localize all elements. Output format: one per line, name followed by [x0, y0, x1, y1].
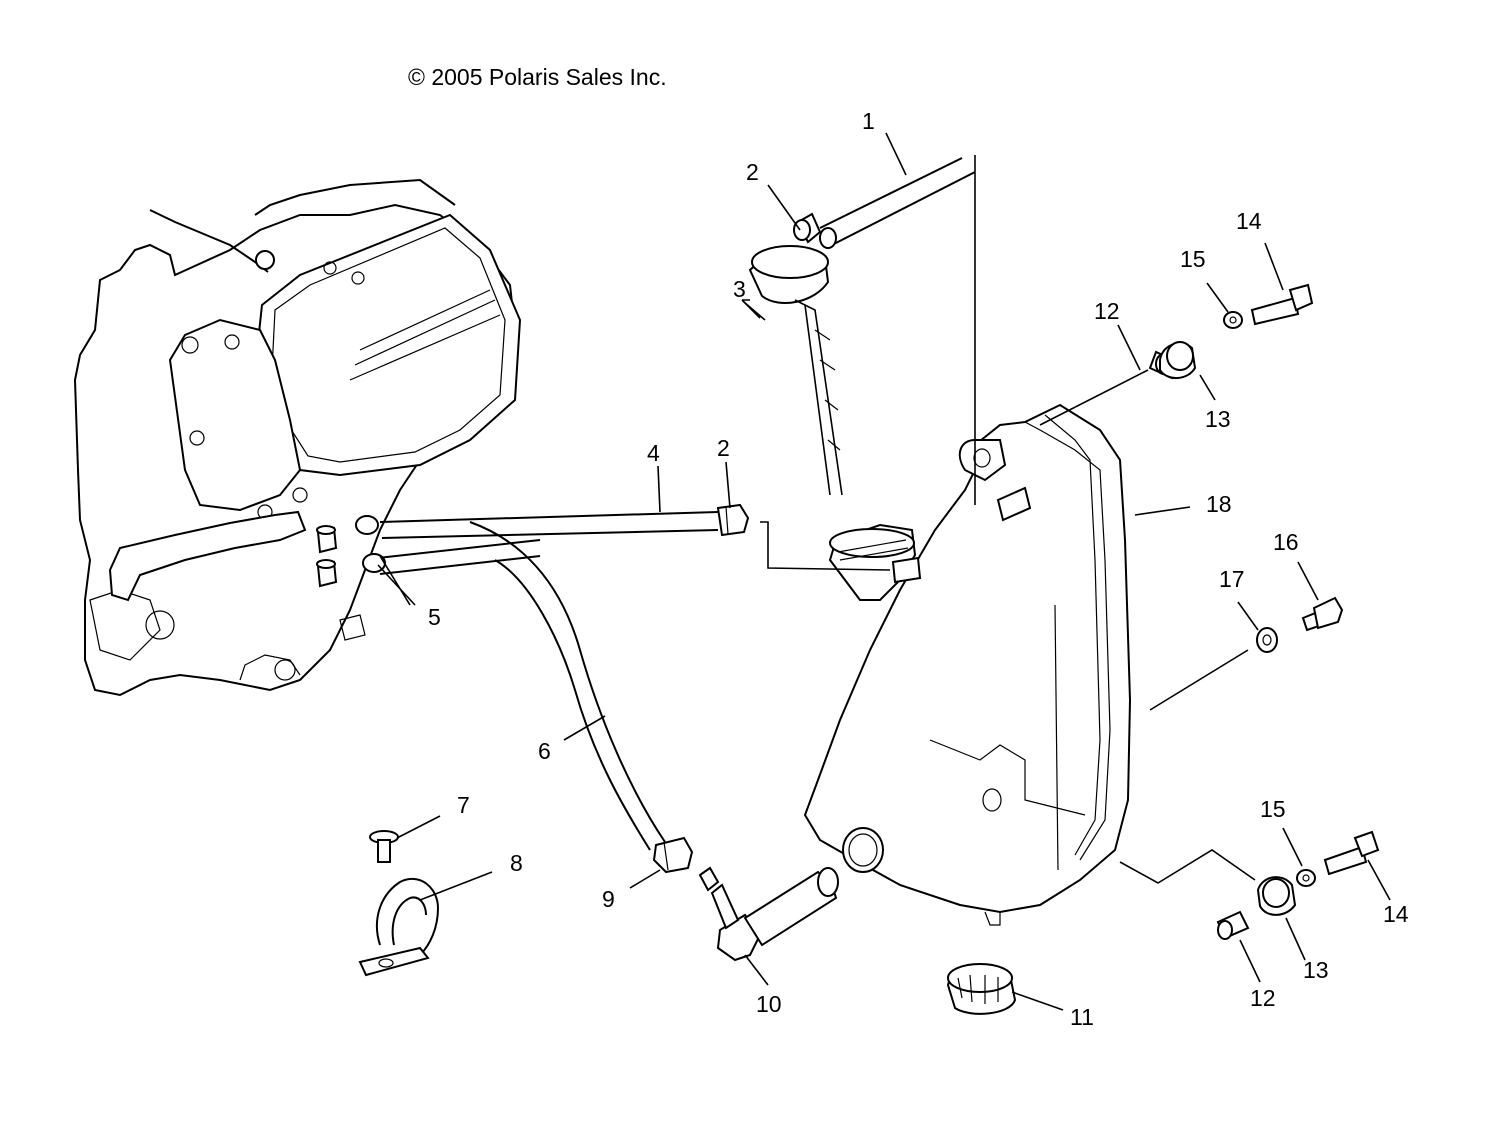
engine-block — [73, 178, 522, 697]
callout-4: 4 — [647, 440, 660, 466]
callout-13-bottom: 13 — [1303, 957, 1329, 983]
callout-2-mid: 2 — [717, 435, 730, 461]
callout-11: 11 — [1070, 1004, 1094, 1030]
callout-7: 7 — [457, 792, 470, 818]
rivet-and-clamp — [358, 830, 440, 977]
drain-plug — [946, 963, 1017, 1015]
callout-15-bottom: 15 — [1260, 796, 1286, 822]
callout-9: 9 — [602, 886, 615, 912]
callout-3: 3 — [733, 276, 746, 302]
callout-14-top: 14 — [1236, 208, 1262, 234]
callout-14-bottom: 14 — [1383, 901, 1409, 927]
oil-hoses — [355, 503, 750, 874]
callout-12-bottom: 12 — [1250, 985, 1276, 1011]
callout-16: 16 — [1273, 529, 1299, 555]
callout-2-top: 2 — [746, 159, 759, 185]
callout-18: 18 — [1206, 491, 1232, 517]
copyright-notice: © 2005 Polaris Sales Inc. — [408, 64, 667, 90]
lower-mount-hardware — [1216, 830, 1380, 940]
upper-mount-hardware — [1148, 283, 1314, 380]
sensor-and-washer — [1256, 596, 1344, 653]
callout-5: 5 — [428, 604, 441, 630]
callout-6: 6 — [538, 738, 551, 764]
elbow-fitting — [698, 866, 839, 962]
callout-17: 17 — [1219, 566, 1245, 592]
oil-tank — [803, 403, 1132, 926]
callout-15-top: 15 — [1180, 246, 1206, 272]
callout-13-top: 13 — [1205, 406, 1231, 432]
vent-tube — [793, 157, 976, 249]
dipstick-cap — [748, 245, 843, 496]
callout-8: 8 — [510, 850, 523, 876]
callout-12-top: 12 — [1094, 298, 1120, 324]
callout-1: 1 — [862, 108, 875, 134]
callout-10: 10 — [756, 991, 782, 1017]
leader-lines — [377, 132, 1391, 1011]
